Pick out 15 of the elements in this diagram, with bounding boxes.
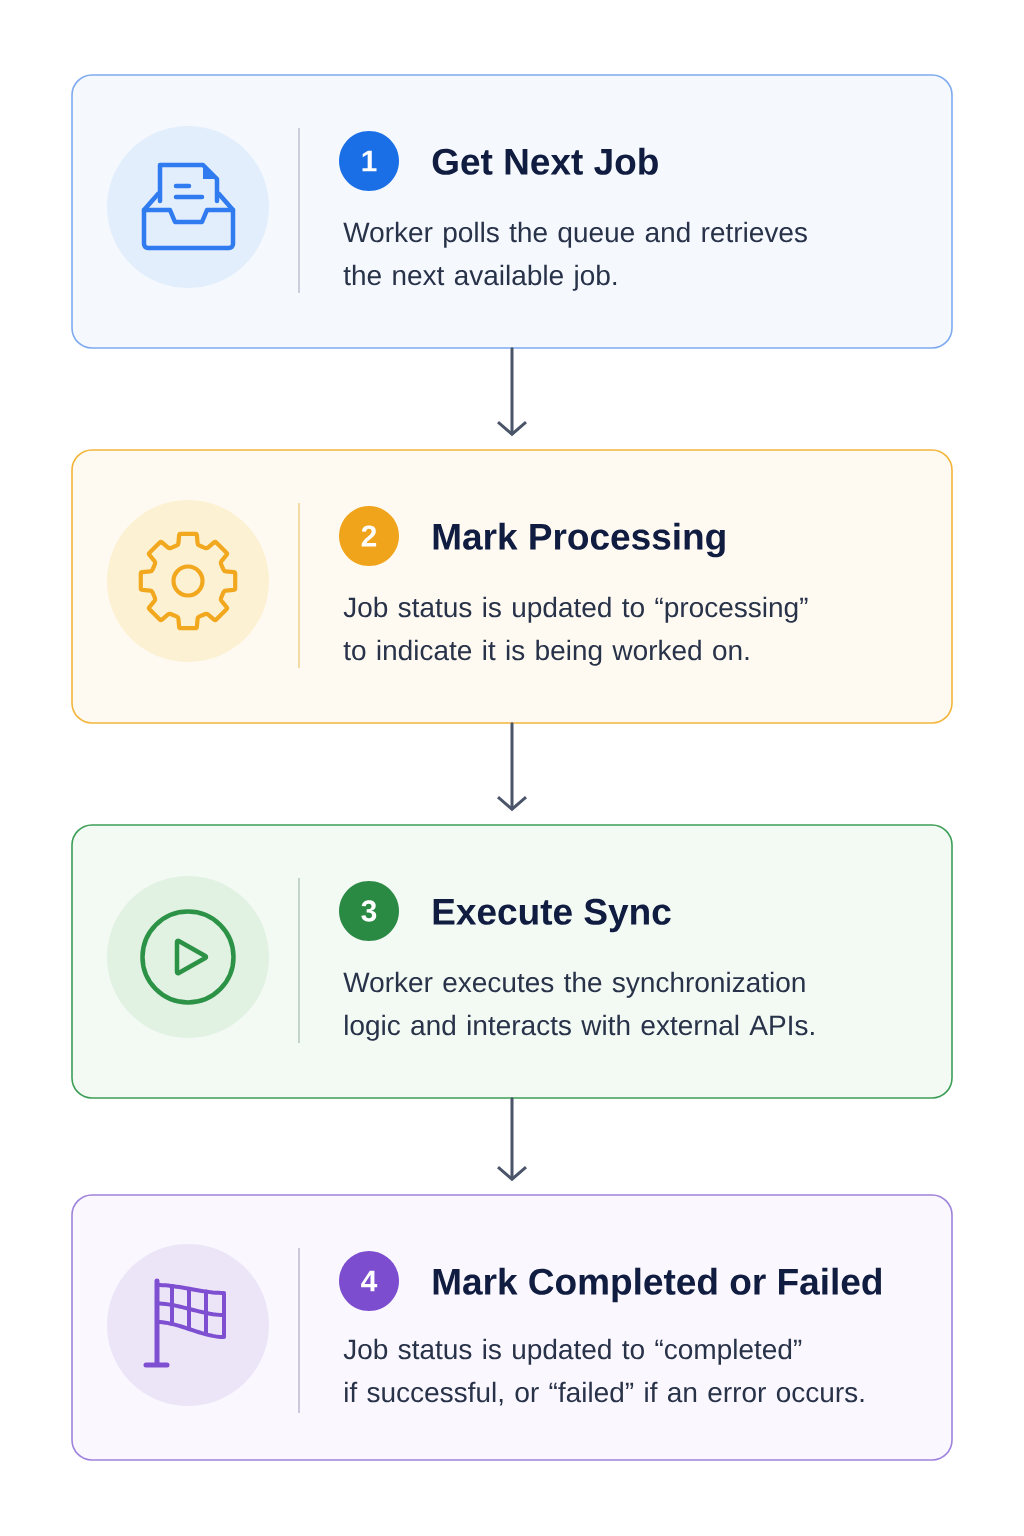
step-title: Execute Sync [433, 898, 671, 933]
step-title: Mark Completed or Failed [433, 1267, 882, 1303]
arrow [497, 347, 527, 437]
number-badge: 4 [339, 1251, 399, 1311]
arrow [497, 1097, 527, 1182]
number-badge: 2 [339, 506, 399, 566]
arrow [497, 722, 527, 812]
step-title: Get Next Job [432, 147, 658, 175]
step-description: Worker polls the queue and retrieves the next available job. [343, 221, 807, 291]
step-title: Mark Processing [433, 522, 725, 558]
number-badge: 1 [339, 131, 399, 191]
step-description: Job status is updated to “processing” to indicate it is being worked on. [343, 596, 808, 666]
step-description: Worker executes the synchronization logic and interacts with external APIs. [343, 971, 814, 1041]
number-badge: 3 [339, 881, 399, 941]
step-description: Job status is updated to “completed” if successful, or “failed” if an error occurs. [343, 1338, 864, 1406]
